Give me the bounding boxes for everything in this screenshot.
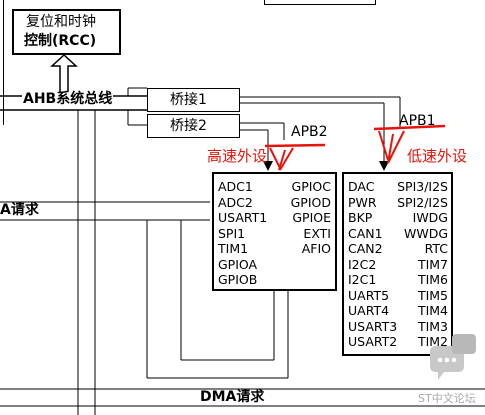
left-border-line: [3, 0, 4, 125]
apb1-item: I2C2: [348, 256, 377, 272]
apb2-item: TIM1: [218, 241, 249, 256]
bridge2-box: 桥接2: [147, 114, 240, 138]
apb1-peripheral-box: DAC PWR BKP CAN1 CAN2 I2C2 I2C1 UART5 UA…: [342, 172, 453, 356]
rcc-title-line1: 复位和时钟: [26, 14, 96, 30]
apb2-item: GPIOE: [292, 210, 331, 225]
apb1-col2: SPI3/I2S SPI2/I2S IWDG WWDG RTC TIM7 TIM…: [397, 179, 448, 350]
dma-bottom-label: DMA请求: [200, 389, 265, 405]
apb1-item: UART5: [348, 287, 390, 303]
apb2-label: APB2: [291, 124, 328, 140]
apb1-item: PWR: [348, 194, 377, 210]
apb1-item: TIM3: [417, 318, 448, 334]
rcc-box: 复位和时钟 控制(RCC): [12, 9, 121, 55]
apb1-item: TIM7: [417, 256, 448, 272]
apb2-item: GPIOA: [218, 256, 258, 272]
apb1-item: SPI2/I2S: [397, 194, 448, 210]
apb1-item: USART2: [348, 334, 398, 349]
high-speed-annotation: 高速外设: [207, 147, 268, 165]
bridge1-label: 桥接1: [170, 92, 207, 108]
forum-logo-icon: [430, 334, 476, 380]
apb1-item: DAC: [348, 179, 375, 194]
apb1-item: TIM6: [417, 272, 448, 287]
apb2-col2: GPIOC GPIOD GPIOE EXTI AFIO: [291, 179, 331, 257]
apb1-item: IWDG: [412, 210, 448, 225]
watermark-text: ST中文论坛: [418, 392, 476, 405]
bridge2-label: 桥接2: [170, 118, 207, 134]
dma-left-label: A请求: [0, 202, 39, 218]
apb2-col1: ADC1 ADC2 USART1 SPI1 TIM1 GPIOA GPIOB: [218, 179, 267, 288]
apb1-item: UART4: [348, 303, 390, 318]
rcc-title-line2: 控制(RCC): [24, 33, 97, 49]
apb1-item: BKP: [348, 210, 373, 225]
low-speed-annotation: 低速外设: [407, 147, 468, 165]
apb1-item: USART3: [348, 318, 398, 334]
apb1-item: RTC: [424, 241, 448, 256]
ahb-bus-label: AHB系统总线: [22, 91, 114, 107]
apb1-item: TIM5: [417, 287, 448, 303]
apb1-item: I2C1: [348, 272, 377, 287]
apb1-item: CAN2: [348, 241, 383, 256]
apb1-item: WWDG: [403, 225, 448, 241]
apb1-item: TIM4: [417, 303, 448, 318]
apb1-label: APB1: [399, 113, 436, 129]
apb2-item: USART1: [218, 210, 268, 225]
apb2-item: GPIOB: [218, 272, 258, 287]
top-box-edge: [264, 0, 376, 5]
apb2-item: SPI1: [218, 225, 246, 241]
apb1-item: CAN1: [348, 225, 383, 241]
apb1-item: SPI3/I2S: [397, 179, 448, 194]
apb2-item: ADC1: [218, 179, 253, 194]
bridge1-box: 桥接1: [147, 88, 240, 112]
apb2-item: GPIOD: [290, 194, 331, 210]
apb2-item: ADC2: [218, 194, 253, 210]
apb1-item: TIM2: [417, 334, 448, 349]
apb2-peripheral-box: ADC1 ADC2 USART1 SPI1 TIM1 GPIOA GPIOB G…: [212, 172, 337, 291]
apb2-item: GPIOC: [291, 179, 331, 194]
apb2-item: AFIO: [301, 241, 331, 256]
apb2-item: EXTI: [303, 225, 331, 241]
apb1-col1: DAC PWR BKP CAN1 CAN2 I2C2 I2C1 UART5 UA…: [348, 179, 397, 350]
